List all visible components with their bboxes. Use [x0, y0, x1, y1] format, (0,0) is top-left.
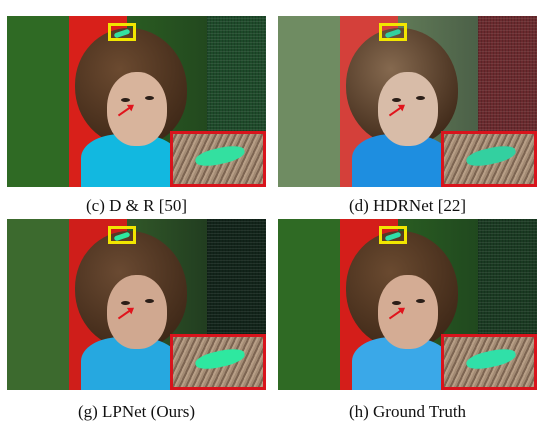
zoom-inset — [441, 131, 537, 187]
left-eye — [121, 98, 130, 102]
photo-g — [7, 219, 266, 390]
highlight-stroke — [113, 28, 131, 39]
face — [378, 275, 438, 349]
right-eye — [416, 299, 425, 303]
right-eye — [145, 299, 154, 303]
highlight-stroke — [113, 231, 131, 242]
caption-d: (d) HDRNet [22] — [348, 196, 467, 215]
highlight-stroke — [384, 28, 402, 39]
photo-d — [278, 16, 537, 187]
photo-h — [278, 219, 537, 390]
caption-h: (h) Ground Truth — [348, 402, 467, 421]
caption-g: (g) LPNet (Ours) — [77, 402, 196, 421]
zoom-inset — [170, 334, 266, 390]
zoom-inset — [441, 334, 537, 390]
highlight-box — [108, 23, 136, 41]
highlight-stroke — [384, 231, 402, 242]
face — [107, 72, 167, 146]
left-eye — [392, 98, 401, 102]
highlight-box — [379, 226, 407, 244]
face — [107, 275, 167, 349]
right-eye — [145, 96, 154, 100]
face — [378, 72, 438, 146]
zoom-inset — [170, 131, 266, 187]
photo-c — [7, 16, 266, 187]
caption-c: (c) D & R [50] — [85, 196, 188, 215]
highlight-box — [108, 226, 136, 244]
left-eye — [121, 301, 130, 305]
left-eye — [392, 301, 401, 305]
highlight-box — [379, 23, 407, 41]
right-eye — [416, 96, 425, 100]
